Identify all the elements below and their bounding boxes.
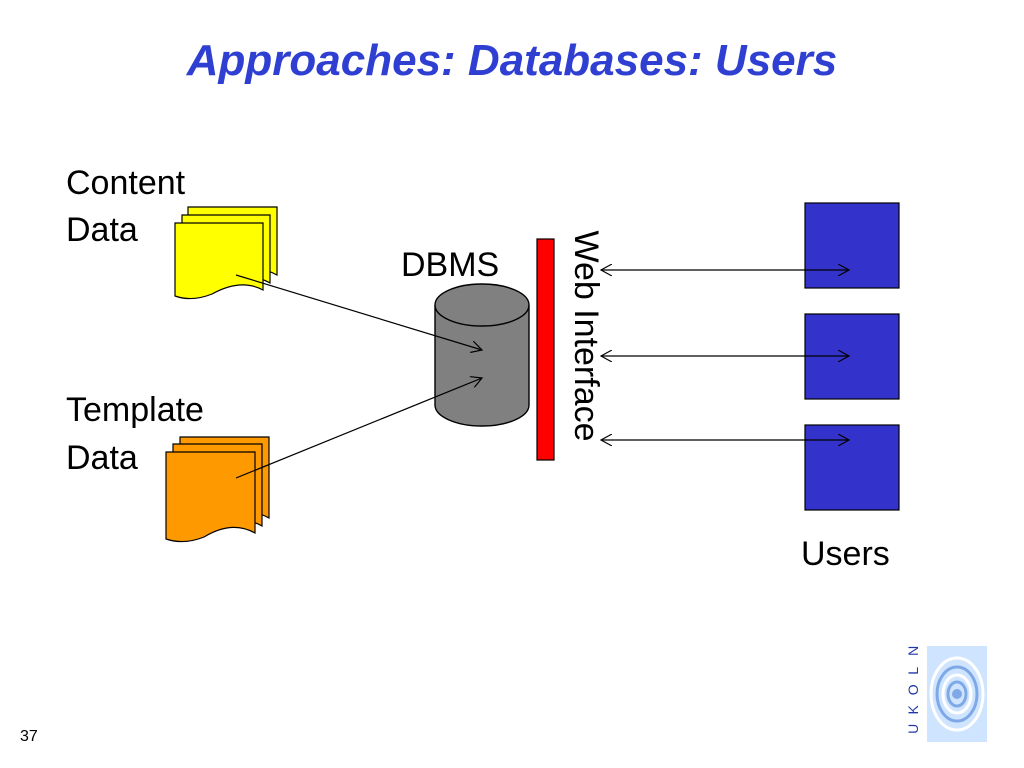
template-data-label-line2: Data bbox=[66, 439, 138, 477]
template-data-document-stack bbox=[165, 436, 270, 543]
content-data-label-line1: Content bbox=[66, 164, 186, 202]
content-to-dbms-arrow bbox=[235, 274, 482, 350]
web-interface-label: Web Interface bbox=[567, 230, 605, 441]
template-to-dbms-arrow bbox=[235, 378, 482, 479]
dbms-cylinder-icon bbox=[434, 283, 530, 427]
slide-title: Approaches: Databases: Users bbox=[186, 36, 838, 85]
template-data-label-line1: Template bbox=[66, 391, 204, 429]
content-data-label-line2: Data bbox=[66, 211, 138, 249]
slide-number: 37 bbox=[20, 728, 38, 745]
dbms-label: DBMS bbox=[401, 246, 499, 284]
user-box-3 bbox=[804, 424, 900, 511]
users-label: Users bbox=[801, 535, 890, 573]
ukoln-logo-icon bbox=[927, 646, 987, 742]
content-data-document-stack bbox=[174, 206, 278, 300]
user-box-1 bbox=[804, 202, 900, 289]
web-interface-bar bbox=[536, 238, 555, 461]
